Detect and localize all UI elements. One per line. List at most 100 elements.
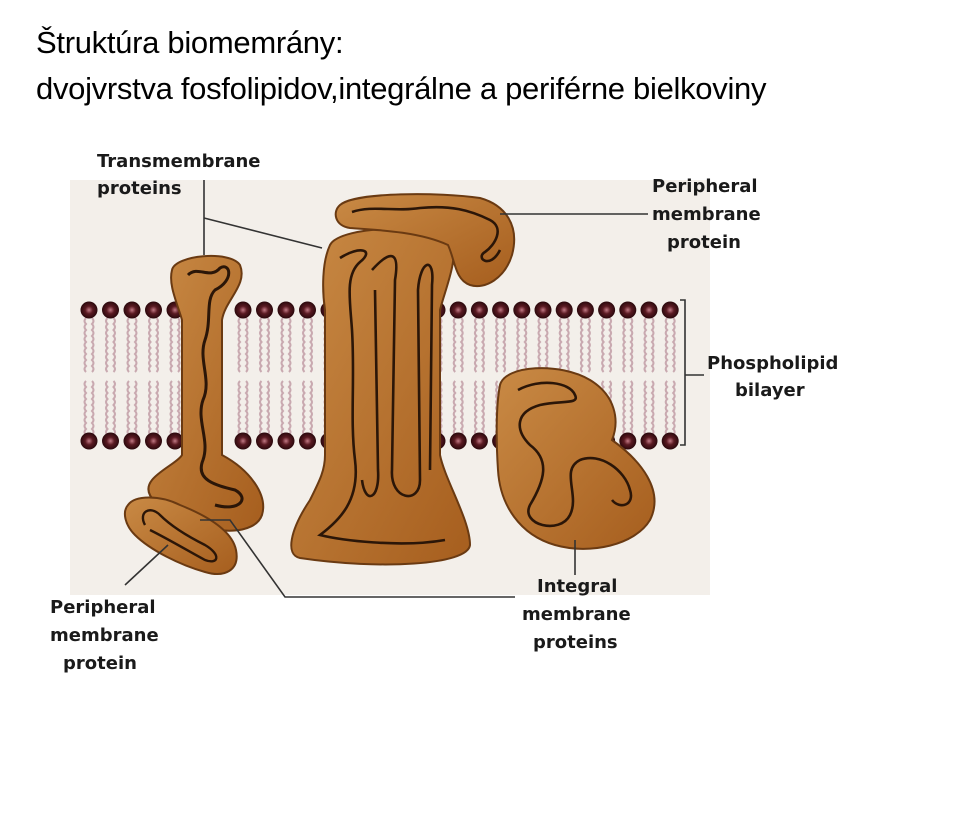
lipid-tail [105, 317, 109, 373]
lipid-head [277, 432, 295, 450]
lipid-tail [259, 317, 263, 373]
lipid-tail [537, 317, 542, 373]
lipid-tail [176, 380, 181, 436]
lipid-head [123, 301, 141, 319]
lipid-head [640, 301, 658, 319]
label-peripheral-top: Peripheral membrane protein [652, 176, 767, 253]
lipid-head [619, 301, 637, 319]
lipid-tail [266, 317, 270, 373]
lipid-tail [452, 380, 457, 436]
lipid-tail [309, 380, 313, 436]
lipid-head [123, 432, 141, 450]
lipid-tail [502, 317, 507, 373]
lipid-tail [544, 317, 549, 373]
label-integral-line2: membrane [522, 604, 631, 625]
lipid-tail [155, 317, 159, 373]
title-line-2: dvojvrstva fosfolipidov,integrálne a per… [36, 71, 767, 106]
lipid-tail [629, 380, 634, 436]
lipid-tail [112, 380, 116, 436]
lipid-tail [280, 317, 285, 373]
lipid-head [661, 301, 679, 319]
lipid-tail [287, 317, 292, 373]
lipid-tail [133, 317, 138, 373]
lipid-tail [622, 317, 627, 373]
lipid-head [661, 432, 679, 450]
lipid-tail [650, 317, 655, 373]
peripheral-protein-top [334, 193, 516, 288]
lipid-head [640, 432, 658, 450]
lipid-tail [671, 380, 676, 436]
title-line-1: Štruktúra biomemrány: [36, 25, 344, 60]
lipid-tail [280, 380, 285, 436]
lipid-tail [650, 380, 655, 436]
lipid-tail [90, 317, 95, 373]
lipid-tail [126, 380, 131, 436]
lipid-head [576, 301, 594, 319]
lipid-tail [148, 380, 152, 436]
lipid-tail [169, 317, 174, 373]
lipid-tail [259, 380, 263, 436]
lipid-tail [237, 380, 242, 436]
lipid-tail [671, 317, 676, 373]
lipid-tail [105, 380, 109, 436]
lipid-head [256, 432, 273, 450]
peripheral-protein-bottom [123, 496, 238, 575]
lipid-head [145, 301, 162, 319]
lipid-tail [629, 317, 634, 373]
lipid-tail [664, 380, 669, 436]
lipid-tail [244, 317, 249, 373]
transmembrane-protein-narrow-chain [186, 265, 244, 509]
lipid-tail [586, 317, 591, 373]
leader-integral-1 [200, 519, 515, 598]
lipid-tail [495, 317, 500, 373]
lipid-head [619, 432, 637, 450]
lipid-head [166, 432, 184, 450]
lipid-tail [244, 380, 249, 436]
lipid-tail [459, 317, 464, 373]
lipid-head [534, 301, 552, 319]
lipid-head [102, 432, 119, 450]
lipid-head [299, 432, 316, 450]
lipid-tail [459, 380, 464, 436]
lipid-tail [516, 317, 521, 373]
lipid-tail [480, 380, 485, 436]
label-peripheral-top-line2: membrane [652, 204, 761, 225]
lipid-tail [148, 317, 152, 373]
leader-transmembrane-2 [203, 217, 323, 249]
lipid-tail [579, 317, 584, 373]
lipid-tail [565, 317, 570, 373]
lipid-tail [622, 380, 627, 436]
lipid-head [80, 301, 98, 319]
lipid-tail [155, 380, 159, 436]
transmembrane-protein-large-chain [317, 249, 446, 545]
lipid-tail [133, 380, 138, 436]
lipid-head [277, 301, 295, 319]
label-peripheral-top-line1: Peripheral [652, 176, 758, 197]
lipid-tail [643, 380, 648, 436]
lipid-tail [480, 317, 485, 373]
lipid-tail [90, 380, 95, 436]
lipid-head [234, 301, 252, 319]
lipid-tail [287, 380, 292, 436]
lipid-tail [176, 317, 181, 373]
lipid-tail [126, 317, 131, 373]
lipid-head [80, 432, 98, 450]
lipid-tail [608, 317, 613, 373]
label-peripheral-bottom: Peripheral membrane protein [50, 597, 165, 674]
lipid-tail [302, 317, 306, 373]
leader-peripheral-bottom [124, 544, 169, 586]
label-phospholipid-line2: bilayer [735, 380, 805, 401]
lipid-head [492, 301, 510, 319]
lipid-tail [83, 380, 88, 436]
lipid-head [513, 301, 531, 319]
label-integral-line3: proteins [533, 632, 618, 653]
lipid-tail [83, 317, 88, 373]
leader-bilayer-bracket [680, 299, 704, 446]
label-peripheral-bottom-line2: membrane [50, 625, 159, 646]
lipid-head [470, 301, 488, 319]
lipid-head [102, 301, 119, 319]
label-phospholipid-line1: Phospholipid [707, 353, 838, 374]
lipid-tail [237, 317, 242, 373]
lipid-tail [169, 380, 174, 436]
